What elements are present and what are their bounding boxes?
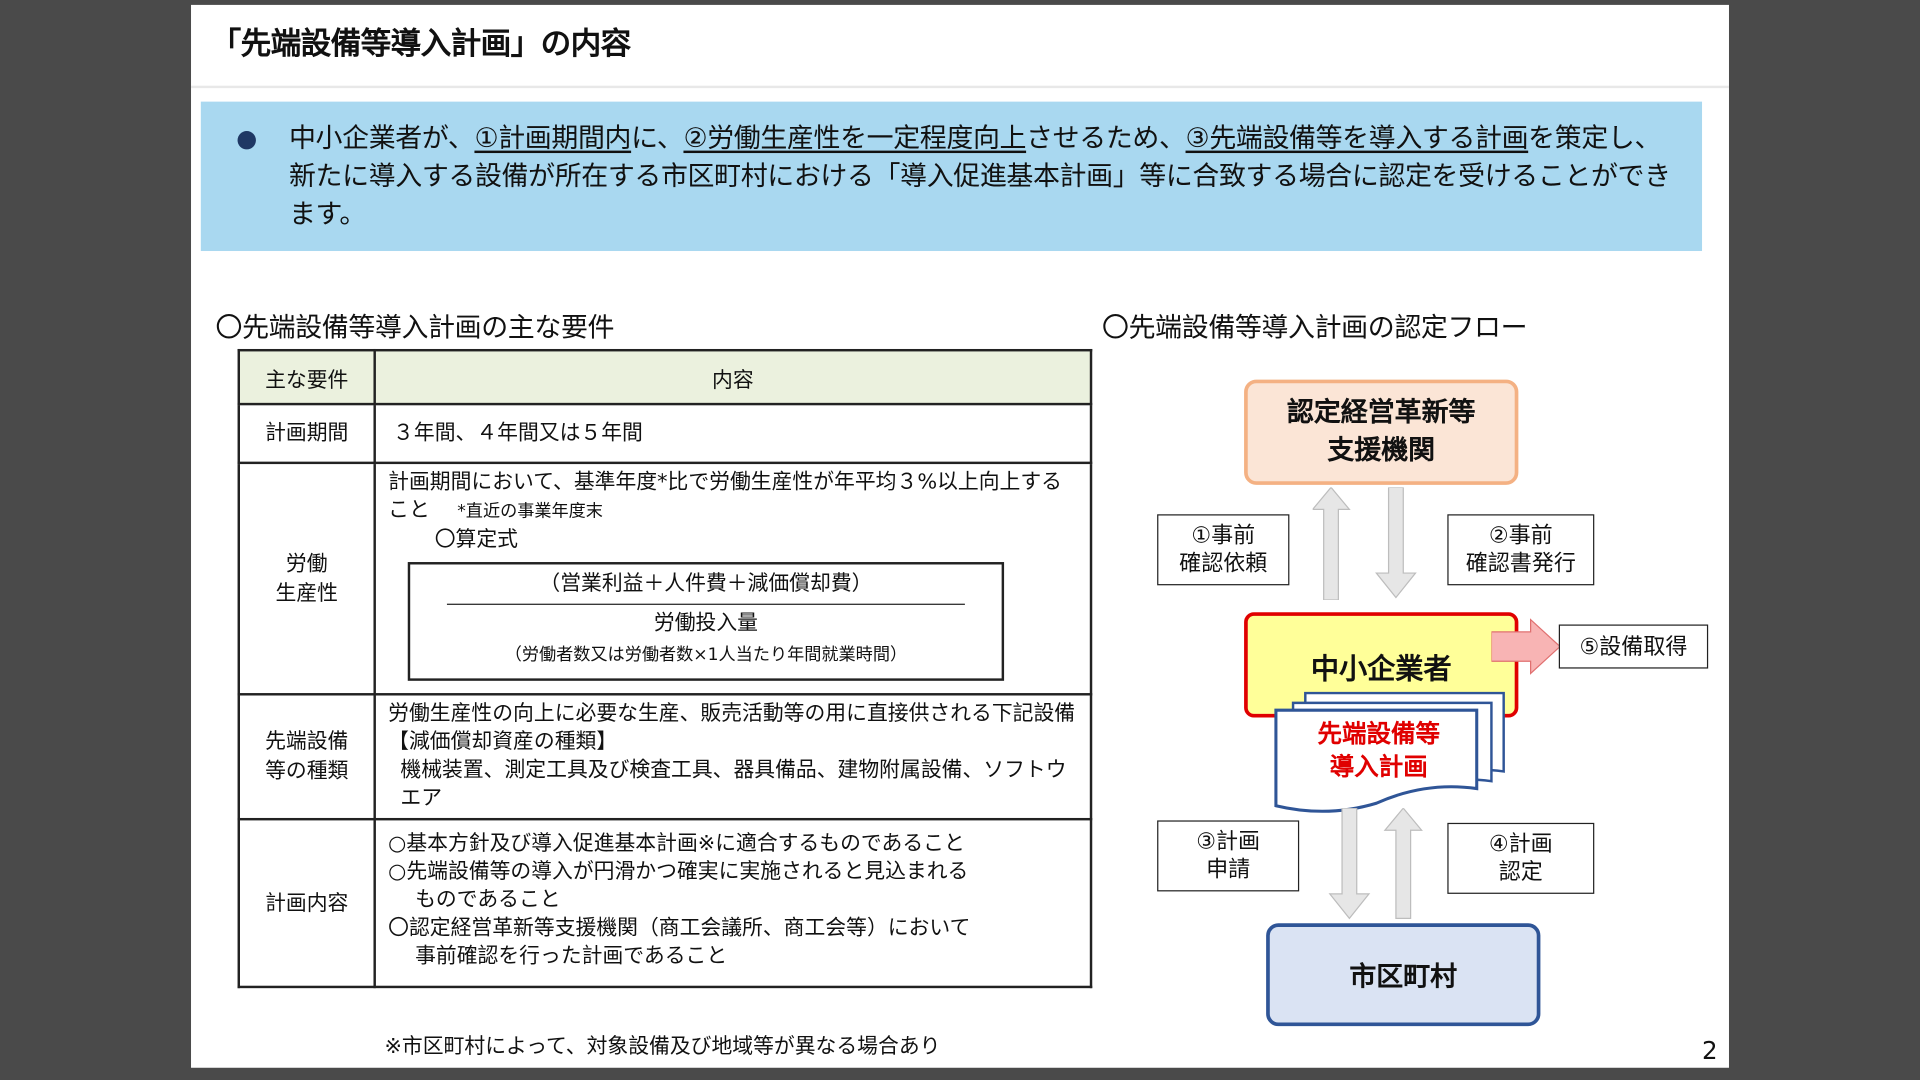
step2-line1: ②事前 (1488, 522, 1553, 549)
content-item3a: 〇認定経営革新等支援機関（商工会議所、商工会等）において (388, 915, 971, 941)
plan-documents-icon (1274, 691, 1505, 813)
period-key: 計画期間 (237, 402, 376, 465)
table-row: 計画期間 ３年間、４年間又は５年間 (237, 402, 1093, 465)
summary-seg5: させるため、 (1026, 123, 1186, 155)
formula-denominator: 労働投入量 (653, 611, 758, 636)
period-value: ３年間、４年間又は５年間 (373, 402, 1093, 465)
productivity-key-line2: 生産性 (275, 581, 338, 606)
step1-label: ①事前 確認依頼 (1157, 514, 1290, 586)
content-item1: ○基本方針及び導入促進基本計画※に適合するものであること (388, 831, 965, 856)
step3-line1: ③計画 (1196, 828, 1261, 855)
down-arrow-icon (1375, 487, 1417, 599)
flow-arrows-lower (1328, 808, 1423, 920)
pink-arrow-icon (1491, 618, 1561, 675)
equipment-key-line1: 先端設備 (265, 729, 349, 755)
productivity-line1: 計画期間において、基準年度*比で労働生産性が年平均３%以上向上すること (388, 470, 1062, 523)
content-value: ○基本方針及び導入促進基本計画※に適合するものであること ○先端設備等の導入が円… (373, 817, 1093, 989)
step3-line2: 申請 (1206, 857, 1251, 883)
title-divider (191, 85, 1729, 89)
org-line2: 支援機関 (1327, 435, 1436, 467)
doc-line1: 先端設備等 (1317, 718, 1441, 749)
step2-label: ②事前 確認書発行 (1447, 514, 1595, 586)
step1-line2: 確認依頼 (1179, 551, 1268, 577)
summary-text: 中小企業者が、①計画期間内に、②労働生産性を一定程度向上させるため、③先端設備等… (289, 120, 1685, 234)
table-row: 先端設備 等の種類 労働生産性の向上に必要な生産、販売活動等の用に直接供される下… (237, 693, 1093, 821)
content-item2a: ○先端設備等の導入が円滑かつ確実に実施されると見込まれる (388, 859, 969, 885)
requirements-heading: 〇先端設備等導入計画の主な要件 (215, 313, 615, 345)
sme-label: 中小企業者 (1310, 653, 1452, 686)
equipment-line1: 労働生産性の向上に必要な生産、販売活動等の用に直接供される下記設備 (388, 701, 1076, 727)
footnote: ※市区町村によって、対象設備及び地域等が異なる場合あり (384, 1034, 941, 1060)
equipment-value: 労働生産性の向上に必要な生産、販売活動等の用に直接供される下記設備 【減価償却資… (373, 693, 1093, 821)
city-label: 市区町村 (1349, 962, 1458, 994)
step4-line2: 認定 (1498, 859, 1543, 886)
header-key: 主な要件 (237, 348, 376, 406)
equipment-line3: 機械装置、測定工具及び検査工具、器具備品、建物附属設備、ソフトウエア (400, 757, 1067, 811)
support-organization-box: 認定経営革新等 支援機関 (1244, 379, 1519, 485)
flow-heading: 〇先端設備等導入計画の認定フロー (1102, 313, 1528, 345)
summary-seg4: ②労働生産性を一定程度向上 (683, 123, 1027, 155)
formula-denominator-note: （労働者数又は労働者数×1人当たり年間就業時間） (504, 645, 908, 665)
slide: 「先端設備等導入計画」の内容 中小企業者が、①計画期間内に、②労働生産性を一定程… (191, 4, 1729, 1068)
productivity-key-line1: 労働 (285, 551, 328, 577)
page-title: 「先端設備等導入計画」の内容 (210, 25, 632, 62)
step4-line1: ④計画 (1488, 831, 1553, 858)
header-content: 内容 (373, 348, 1093, 406)
equipment-line2: 【減価償却資産の種類】 (388, 729, 618, 755)
org-line1: 認定経営革新等 (1286, 397, 1476, 429)
table-row: 計画内容 ○基本方針及び導入促進基本計画※に適合するものであること ○先端設備等… (237, 817, 1093, 989)
equipment-key-line2: 等の種類 (265, 759, 349, 784)
doc-line2: 導入計画 (1329, 751, 1428, 782)
summary-seg1: 中小企業者が、 (288, 123, 475, 155)
summary-seg2: ①計画期間内 (474, 123, 632, 155)
content-key: 計画内容 (237, 817, 376, 989)
bullet-icon (237, 131, 256, 150)
formula-box: （営業利益＋人件費＋減価償却費） 労働投入量 （労働者数又は労働者数×1人当たり… (407, 562, 1005, 681)
table-row: 労働 生産性 計画期間において、基準年度*比で労働生産性が年平均３%以上向上する… (237, 461, 1093, 696)
up-arrow-icon (1383, 808, 1423, 919)
summary-panel: 中小企業者が、①計画期間内に、②労働生産性を一定程度向上させるため、③先端設備等… (200, 101, 1703, 252)
step2-line2: 確認書発行 (1465, 551, 1576, 577)
formula-label: 〇算定式 (434, 527, 518, 553)
down-arrow-icon (1328, 808, 1371, 920)
summary-seg7: を策定し、新たに導入する設備が所在する市区町村における「導入促進基本計画」等に合… (288, 123, 1671, 231)
summary-seg6: ③先端設備等を導入する計画 (1185, 123, 1529, 155)
step4-label: ④計画 認定 (1447, 822, 1595, 894)
summary-seg3: に、 (631, 123, 684, 155)
equipment-key: 先端設備 等の種類 (237, 693, 376, 821)
step5-label: ⑤設備取得 (1558, 624, 1709, 669)
municipality-box: 市区町村 (1266, 923, 1541, 1027)
requirements-table: 主な要件 内容 計画期間 ３年間、４年間又は５年間 労働 生産性 計画期間におい… (237, 348, 1093, 989)
flow-arrows-upper (1312, 487, 1417, 601)
step1-line1: ①事前 (1191, 522, 1256, 549)
content-item2b: ものであること (415, 887, 561, 913)
step3-label: ③計画 申請 (1157, 820, 1300, 892)
fraction-bar (446, 603, 965, 605)
plan-document-label: 先端設備等 導入計画 (1293, 718, 1464, 784)
formula-numerator: （営業利益＋人件費＋減価償却費） (539, 571, 873, 597)
productivity-key: 労働 生産性 (237, 461, 376, 696)
page-number: 2 (1702, 1035, 1718, 1066)
table-header-row: 主な要件 内容 (237, 348, 1093, 406)
productivity-value: 計画期間において、基準年度*比で労働生産性が年平均３%以上向上すること *直近の… (373, 461, 1093, 696)
content-item3b: 事前確認を行った計画であること (415, 944, 728, 969)
productivity-note: *直近の事業年度末 (457, 502, 603, 522)
up-arrow-icon (1312, 487, 1351, 601)
